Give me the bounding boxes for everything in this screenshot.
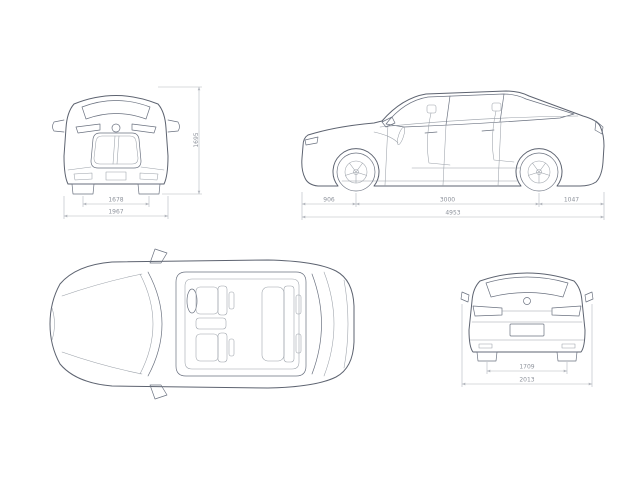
top-cowl-arc bbox=[139, 273, 154, 375]
front-brand-roundel-icon bbox=[111, 123, 121, 133]
side-front-seat bbox=[427, 112, 451, 166]
top-nose-grille bbox=[51, 307, 55, 341]
front-kidney-grille-inner bbox=[93, 135, 139, 165]
top-rear-bench-back bbox=[283, 285, 295, 363]
side-length-dim-label: 4953 bbox=[445, 210, 460, 217]
side-rear-headrest bbox=[491, 102, 502, 112]
side-mirror-icon bbox=[381, 116, 396, 128]
rear-taillight-left bbox=[472, 305, 503, 317]
top-mirror-right-icon bbox=[149, 384, 168, 400]
top-spoiler-edge bbox=[343, 279, 349, 369]
rear-reflector-left bbox=[478, 343, 493, 349]
rear-brand-roundel-icon bbox=[523, 297, 531, 305]
rear-body-outline bbox=[468, 272, 586, 353]
top-windshield-arc bbox=[147, 271, 163, 377]
side-dimension-annotations: 906 3000 1047 4953 bbox=[301, 192, 605, 220]
rear-mirror-left-icon bbox=[460, 291, 470, 303]
rear-license-plate bbox=[509, 323, 545, 337]
side-steering-wheel bbox=[397, 127, 405, 145]
side-interior-lines bbox=[373, 102, 521, 169]
rear-view-drawing bbox=[460, 272, 594, 362]
side-front-wheel-spokes bbox=[345, 162, 367, 184]
top-passenger-headrest bbox=[228, 338, 235, 357]
front-dimension-annotations: 1678 1967 1695 bbox=[63, 86, 202, 219]
side-pillars bbox=[445, 93, 505, 126]
top-hood-creases bbox=[61, 273, 143, 375]
rear-dimension-annotations: 1709 2013 bbox=[461, 304, 593, 387]
top-rear-headrest-left bbox=[295, 294, 302, 315]
rear-track-dim-label: 1709 bbox=[519, 364, 534, 371]
front-extension-lines bbox=[63, 86, 202, 219]
top-tailgate-arc bbox=[323, 271, 335, 377]
side-front-overhang-dim-label: 906 bbox=[323, 197, 335, 204]
front-height-dim-label: 1695 bbox=[193, 132, 200, 147]
rear-mirror-right-icon bbox=[584, 291, 594, 303]
top-steering-wheel bbox=[186, 288, 198, 314]
top-passenger-seat-cushion bbox=[195, 333, 219, 362]
top-driver-seat-cushion bbox=[195, 286, 219, 315]
top-roof-outline bbox=[175, 271, 307, 377]
side-body-outline bbox=[301, 90, 605, 187]
top-body-outline bbox=[49, 259, 355, 389]
top-panorama-roof bbox=[184, 278, 300, 370]
side-rear-wheel-tire bbox=[519, 152, 559, 192]
front-mirror-right-icon bbox=[167, 119, 180, 133]
side-dashboard bbox=[373, 131, 399, 144]
front-body-outline bbox=[63, 95, 169, 185]
top-driver-seat-back bbox=[217, 285, 228, 316]
side-window-outline bbox=[385, 93, 575, 128]
front-headlight-left bbox=[75, 123, 101, 134]
top-passenger-seat-back bbox=[217, 332, 228, 363]
front-grille-split bbox=[112, 135, 120, 165]
front-wheels bbox=[71, 183, 161, 195]
top-center-console bbox=[195, 317, 227, 330]
side-rear-wheel-spokes bbox=[528, 162, 550, 184]
top-seats bbox=[195, 285, 302, 363]
front-lower-intakes bbox=[73, 171, 159, 181]
rear-width-dim-label: 2013 bbox=[519, 377, 534, 384]
top-mirror-left-icon bbox=[149, 248, 168, 264]
front-bumper-line bbox=[67, 166, 165, 171]
side-headlight bbox=[304, 136, 319, 146]
top-view-drawing bbox=[49, 248, 355, 400]
top-rear-bench-cushion bbox=[261, 286, 285, 362]
side-front-wheel-tire bbox=[336, 152, 376, 192]
rear-reflector-right bbox=[561, 343, 576, 349]
side-view-drawing bbox=[301, 90, 605, 192]
side-door-handles bbox=[424, 129, 495, 134]
front-windshield bbox=[81, 100, 151, 120]
rear-taillight-right bbox=[551, 305, 582, 317]
front-width-dim-label: 1967 bbox=[108, 209, 123, 216]
side-wheelbase-dim-label: 3000 bbox=[440, 197, 455, 204]
side-rear-overhang-dim-label: 1047 bbox=[564, 197, 579, 204]
side-door-seams bbox=[384, 121, 502, 187]
side-rear-seat bbox=[492, 110, 515, 163]
rear-extension-lines bbox=[461, 304, 593, 387]
top-rear-headrest-right bbox=[295, 333, 302, 354]
front-track-dim-label: 1678 bbox=[108, 197, 123, 204]
side-taillight bbox=[594, 120, 604, 135]
front-headlight-right bbox=[131, 123, 157, 134]
front-kidney-grille-outer bbox=[90, 132, 142, 169]
side-beltline bbox=[379, 115, 579, 128]
front-mirror-left-icon bbox=[52, 119, 65, 133]
side-front-headrest bbox=[426, 104, 437, 114]
front-view-drawing bbox=[52, 95, 180, 195]
side-extension-lines bbox=[301, 192, 605, 220]
rear-window bbox=[485, 276, 569, 298]
rear-wheels bbox=[476, 351, 578, 362]
top-driver-headrest bbox=[228, 291, 235, 310]
top-rear-window-arc bbox=[311, 273, 322, 375]
